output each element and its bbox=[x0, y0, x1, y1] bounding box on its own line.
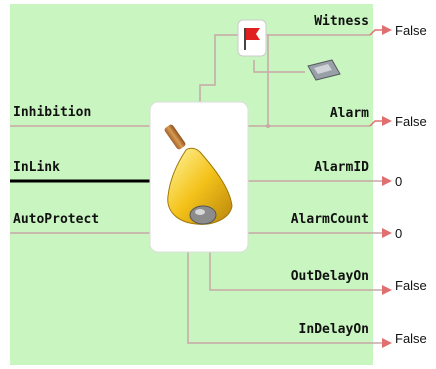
arrow-witness bbox=[382, 25, 392, 35]
wire-flag-to-pager bbox=[253, 60, 305, 73]
bell-icon bbox=[164, 124, 233, 225]
output-wire-outdelayon bbox=[209, 252, 382, 291]
output-label-alarmcount: AlarmCount bbox=[291, 212, 369, 227]
output-wire-indelayon bbox=[187, 252, 382, 344]
output-value-indelayon: False bbox=[395, 331, 427, 346]
pager-icon bbox=[307, 59, 341, 81]
output-value-alarm: False bbox=[395, 114, 427, 129]
arrow-alarmid bbox=[382, 176, 392, 186]
output-value-outdelayon: False bbox=[395, 278, 427, 293]
output-value-alarmid: 0 bbox=[395, 174, 402, 189]
output-label-alarmid: AlarmID bbox=[314, 160, 369, 175]
output-wire-witness-tail bbox=[369, 29, 382, 36]
output-label-witness: Witness bbox=[314, 14, 369, 29]
flag-icon bbox=[237, 19, 267, 57]
arrow-alarm bbox=[382, 116, 392, 126]
arrow-indelayon bbox=[382, 338, 392, 348]
input-label-autoprotect: AutoProtect bbox=[13, 212, 99, 227]
arrow-outdelayon bbox=[382, 285, 392, 295]
output-label-alarm: Alarm bbox=[330, 106, 369, 121]
input-label-inhibition: Inhibition bbox=[13, 105, 91, 120]
output-wire-alarm-tail bbox=[369, 120, 382, 127]
output-label-indelayon: InDelayOn bbox=[299, 322, 369, 337]
input-label-inlink: InLink bbox=[13, 160, 60, 175]
output-label-outdelayon: OutDelayOn bbox=[291, 269, 369, 284]
arrow-alarmcount bbox=[382, 228, 392, 238]
output-value-witness: False bbox=[395, 23, 427, 38]
wire-to-witness bbox=[199, 34, 238, 102]
output-value-alarmcount: 0 bbox=[395, 226, 402, 241]
